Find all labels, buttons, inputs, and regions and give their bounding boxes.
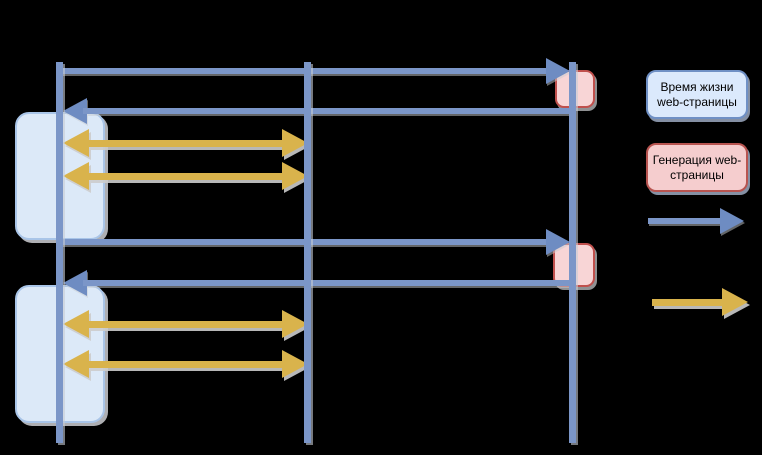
arrowhead-right-icon (722, 288, 748, 316)
arrowhead-right-icon (282, 129, 308, 157)
ajax-exchange-arrow-3 (63, 310, 308, 338)
arrowhead-right-icon (720, 208, 744, 234)
arrow-shaft (648, 218, 724, 224)
arrowhead-right-icon (282, 310, 308, 338)
ajax-exchange-arrow-4 (63, 350, 308, 378)
arrow-shaft (83, 321, 288, 328)
arrowhead-right-icon (546, 229, 570, 255)
ajax-exchange-arrow-2 (63, 162, 308, 190)
arrow-shaft (83, 173, 288, 180)
response-arrow-2 (63, 270, 573, 296)
request-arrow-1 (62, 58, 570, 84)
legend-generation-label: Генерация web-страницы (652, 152, 742, 182)
arrowhead-right-icon (282, 350, 308, 378)
legend-generation-box: Генерация web-страницы (646, 143, 748, 192)
lifeline-left (56, 62, 63, 443)
legend-yellow-arrow (652, 288, 748, 316)
arrow-shaft (83, 361, 288, 368)
lifeline-right (569, 62, 576, 443)
response-arrow-1 (63, 98, 573, 124)
legend-lifetime-box: Время жизни web-страницы (646, 70, 748, 119)
legend-lifetime-label: Время жизни web-страницы (657, 79, 737, 109)
ajax-exchange-arrow-1 (63, 129, 308, 157)
arrow-shaft (652, 299, 726, 306)
arrowhead-right-icon (546, 58, 570, 84)
arrowhead-right-icon (282, 162, 308, 190)
request-arrow-2 (62, 229, 570, 255)
legend-blue-arrow (648, 208, 744, 234)
arrow-shaft (83, 280, 573, 286)
arrow-shaft (83, 108, 573, 114)
arrow-shaft (83, 140, 288, 147)
lifeline-middle (304, 62, 311, 443)
